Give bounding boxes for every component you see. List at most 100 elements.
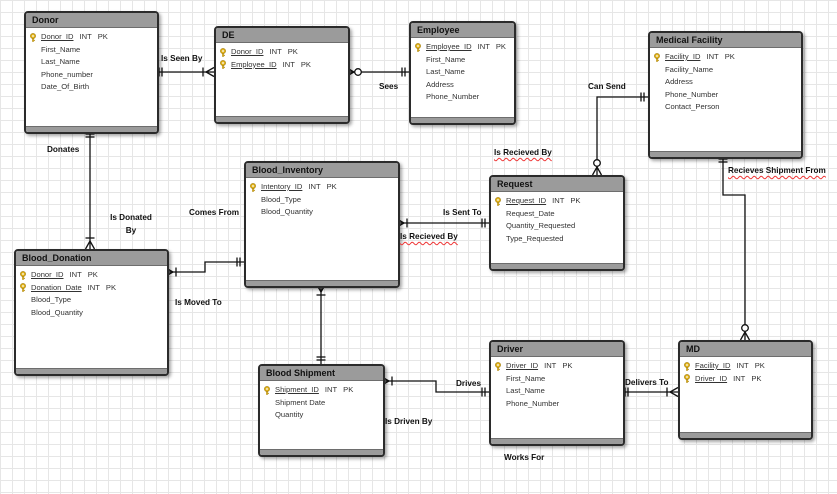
attribute-row[interactable]: Blood_Type [16, 294, 167, 307]
primary-key-icon [684, 361, 690, 371]
crows-foot-many [204, 66, 215, 78]
attribute-row[interactable]: Shipment Date [260, 397, 383, 410]
attribute-row[interactable]: Address [650, 76, 801, 89]
entity-title: Blood_Inventory [246, 163, 398, 178]
primary-key-icon [264, 385, 270, 395]
label-is-donated-by: Is Donated By [110, 213, 152, 235]
primary-key-icon [495, 196, 501, 206]
attribute-row[interactable]: Last_Name [26, 56, 157, 69]
entity-footer [216, 116, 348, 122]
attribute-row[interactable]: Request_Date [491, 208, 623, 221]
line-donation-inventory [165, 261, 244, 273]
attribute-name: Donor_ID [41, 32, 74, 41]
attribute-type: INT [733, 373, 746, 383]
attribute-row[interactable]: Date_Of_Birth [26, 81, 157, 94]
entity-footer [491, 263, 623, 269]
attribute-type: INT [324, 385, 338, 394]
optional-circle [354, 68, 362, 76]
entity-title: Request [491, 177, 623, 192]
attribute-row[interactable]: Contact_Person [650, 101, 801, 114]
primary-key-icon [684, 374, 690, 383]
attribute-name: Intentory_ID [261, 182, 303, 191]
entity-title: DE [216, 28, 348, 43]
primary-key-icon [30, 32, 36, 42]
attribute-row[interactable]: Phone_Number [411, 91, 514, 104]
attribute-row[interactable]: Phone_Number [491, 398, 623, 411]
label-is-sent-to: Is Sent To [443, 208, 482, 217]
attribute-type: INT [706, 52, 719, 61]
entity-footer [491, 438, 623, 444]
attribute-row[interactable]: Quantity [260, 409, 383, 422]
optional-circle [593, 159, 601, 167]
attribute-type: INT [282, 59, 295, 69]
crows-foot-many [591, 165, 603, 176]
attribute-row[interactable]: Blood_Quantity [16, 307, 167, 320]
attribute-row[interactable]: First_Name [26, 44, 157, 57]
attribute-name: Driver_ID [695, 373, 728, 383]
crows-foot-many [739, 330, 751, 341]
attribute-row[interactable]: Type_Requested [491, 233, 623, 246]
attribute-type: INT [544, 361, 557, 370]
primary-key-icon [654, 52, 660, 62]
label-comes-from: Comes From [189, 208, 240, 217]
attribute-type: INT [269, 47, 282, 56]
attribute-key: PK [87, 270, 98, 279]
attribute-name: Employee_ID [231, 59, 277, 69]
attribute-row[interactable]: First_Name [411, 54, 514, 67]
attribute-row[interactable]: Phone_Number [650, 89, 801, 102]
optional-circle [741, 324, 749, 332]
attribute-name: First_Name [426, 54, 466, 64]
attribute-row[interactable]: Address [411, 79, 514, 92]
attribute-row[interactable]: Phone_number [26, 69, 157, 82]
attribute-row[interactable]: Facility_Name [650, 64, 801, 77]
attribute-row[interactable]: Last_Name [491, 385, 623, 398]
attribute-name: Blood_Type [261, 194, 302, 204]
entity-footer [411, 117, 514, 123]
crows-foot-many [84, 239, 96, 250]
attribute-row[interactable]: Quantity_Requested [491, 220, 623, 233]
attribute-row[interactable]: Blood_Type [246, 194, 398, 207]
attribute-name: Phone_Number [506, 398, 560, 408]
attribute-name: Address [426, 79, 454, 89]
attribute-name: Last_Name [506, 386, 545, 396]
entity-title: Driver [491, 342, 623, 357]
attribute-name: Last_Name [41, 57, 80, 67]
attribute-name: Shipment_ID [275, 385, 319, 394]
attribute-row[interactable]: Blood_Quantity [246, 206, 398, 219]
attribute-name: Type_Requested [506, 233, 564, 243]
attribute-row[interactable]: First_Name [491, 373, 623, 386]
attribute-type: INT [87, 282, 100, 292]
entity-footer [26, 126, 157, 132]
entity-footer [650, 151, 801, 157]
entity-footer [246, 280, 398, 286]
attribute-row[interactable]: Last_Name [411, 66, 514, 79]
